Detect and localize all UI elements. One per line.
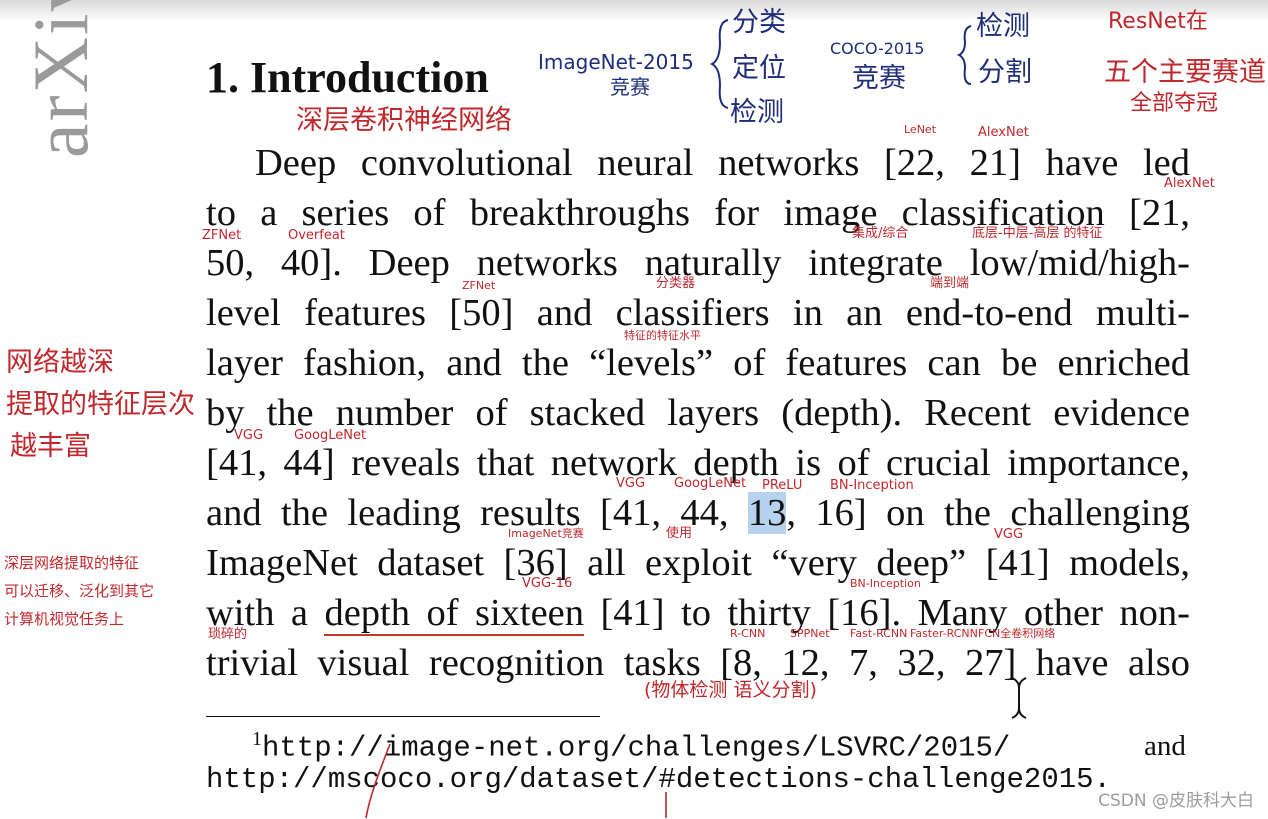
note-task: 分割 <box>978 57 1032 88</box>
paragraph-line: layer fashion, and the “levels” of featu… <box>206 342 1190 384</box>
paragraph-line: Deep convolutional neural networks [22, … <box>255 142 1190 184</box>
note-task: 分类 <box>732 7 786 38</box>
csdn-watermark: CSDN @皮肤科大白 <box>1098 791 1254 811</box>
note-left: 计算机视觉任务上 <box>4 610 125 628</box>
note-left: 可以迁移、泛化到其它 <box>4 582 155 600</box>
note-small: BN-Inception <box>830 478 914 493</box>
note-small: ZFNet <box>462 279 496 292</box>
footnote-marker: 1 <box>252 728 262 750</box>
note-small: LeNet <box>904 123 937 136</box>
paragraph-line: [41, 44] reveals that network depth is o… <box>206 442 1190 484</box>
note-imagenet-label: ImageNet-2015 <box>538 50 694 74</box>
note-small: ImageNet竞赛 <box>508 527 584 540</box>
note-left: 越丰富 <box>10 431 91 462</box>
note-small: 分类器 <box>656 276 696 291</box>
note-small: VGG <box>616 476 646 491</box>
note-small: ZFNet <box>202 228 242 243</box>
note-left: 网络越深 <box>6 347 114 378</box>
note-small: GoogLeNet <box>674 476 747 491</box>
paragraph-line: 50, 40]. Deep networks naturally integra… <box>206 242 1190 284</box>
note-tasks-bracket: (物体检测 语义分割) <box>644 679 817 701</box>
note-coco-contest: 竞赛 <box>852 63 906 94</box>
note-left: 深层网络提取的特征 <box>4 554 140 572</box>
brace-icon <box>709 19 729 109</box>
footnote-conjunction: and <box>1144 730 1186 762</box>
note-left: 提取的特征层次 <box>6 389 195 420</box>
paragraph-line: level features [50] and classifiers in a… <box>206 292 1190 334</box>
note-small: 琐碎的 <box>208 627 248 642</box>
paragraph-line: with a depth of sixteen [41] to thirty [… <box>206 591 1190 636</box>
note-small: FCN全卷积网络 <box>978 627 1056 640</box>
note-task: 检测 <box>976 11 1030 42</box>
note-task: 检测 <box>730 97 784 128</box>
note-resnet: 五个主要赛道 <box>1104 57 1266 88</box>
arxiv-side-watermark: arXiv <box>17 0 104 158</box>
line-text: and the leading results [41, 44, <box>206 492 748 534</box>
note-small: AlexNet <box>978 125 1029 140</box>
note-small: PReLU <box>762 478 803 493</box>
note-small: Fast-RCNN <box>850 627 908 640</box>
footnote-link[interactable]: http://image-net.org/challenges/LSVRC/20… <box>262 731 1011 765</box>
note-small: 底层-中层-高层 的特征 <box>972 226 1103 241</box>
note-resnet: ResNet在 <box>1108 9 1208 34</box>
note-small: BN-Inception <box>850 577 921 590</box>
paragraph-line: to a series of breakthroughs for image c… <box>206 192 1190 234</box>
note-small: SPPNet <box>790 627 830 640</box>
pen-stroke <box>665 792 667 818</box>
line-text: , 16] on the challenging <box>786 492 1190 534</box>
text-cursor-icon <box>1011 677 1027 719</box>
paragraph-line: by the number of stacked layers (depth).… <box>206 392 1190 434</box>
section-heading: 1. Introduction <box>206 53 489 102</box>
note-small: VGG <box>234 428 264 443</box>
note-small: AlexNet <box>1164 176 1215 191</box>
note-resnet: 全部夺冠 <box>1130 91 1219 116</box>
paragraph-line: ImageNet dataset [36] all exploit “very … <box>206 542 1190 584</box>
footnote-line: 1http://image-net.org/challenges/LSVRC/2… <box>252 728 1010 765</box>
note-small: 使用 <box>666 526 693 541</box>
brace-icon <box>956 25 972 85</box>
note-deep-cnn: 深层卷积神经网络 <box>296 105 512 136</box>
line-text: [41] to thirty [16]. Many other non- <box>584 592 1190 634</box>
line-text: with a <box>206 592 325 634</box>
note-small: Faster-RCNN <box>910 627 978 640</box>
note-small: 端到端 <box>930 276 970 291</box>
note-coco-label: COCO-2015 <box>830 39 925 58</box>
paragraph-line: trivial visual recognition tasks [8, 12,… <box>206 642 1190 684</box>
note-small: Overfeat <box>288 228 345 243</box>
note-small: 特征的特征水平 <box>624 329 701 342</box>
note-small: VGG <box>994 527 1024 542</box>
note-task: 定位 <box>732 53 786 84</box>
paragraph-line: and the leading results [41, 44, 13, 16]… <box>206 491 1190 535</box>
note-small: VGG-16 <box>522 576 573 591</box>
footnote-rule <box>206 716 600 717</box>
underlined-phrase: depth of sixteen <box>324 592 585 636</box>
note-small: R-CNN <box>730 627 766 640</box>
note-small: GoogLeNet <box>294 428 367 443</box>
footnote-link[interactable]: http://mscoco.org/dataset/#detections-ch… <box>206 763 1111 796</box>
note-small: 集成/综合 <box>852 226 909 241</box>
note-imagenet-contest: 竞赛 <box>610 75 650 99</box>
note-detection-segmentation: 物体检测 语义分割 <box>651 679 810 701</box>
top-shadow <box>0 0 1268 22</box>
selected-citation-highlight[interactable]: 13 <box>747 492 787 534</box>
pen-stroke <box>365 743 391 819</box>
